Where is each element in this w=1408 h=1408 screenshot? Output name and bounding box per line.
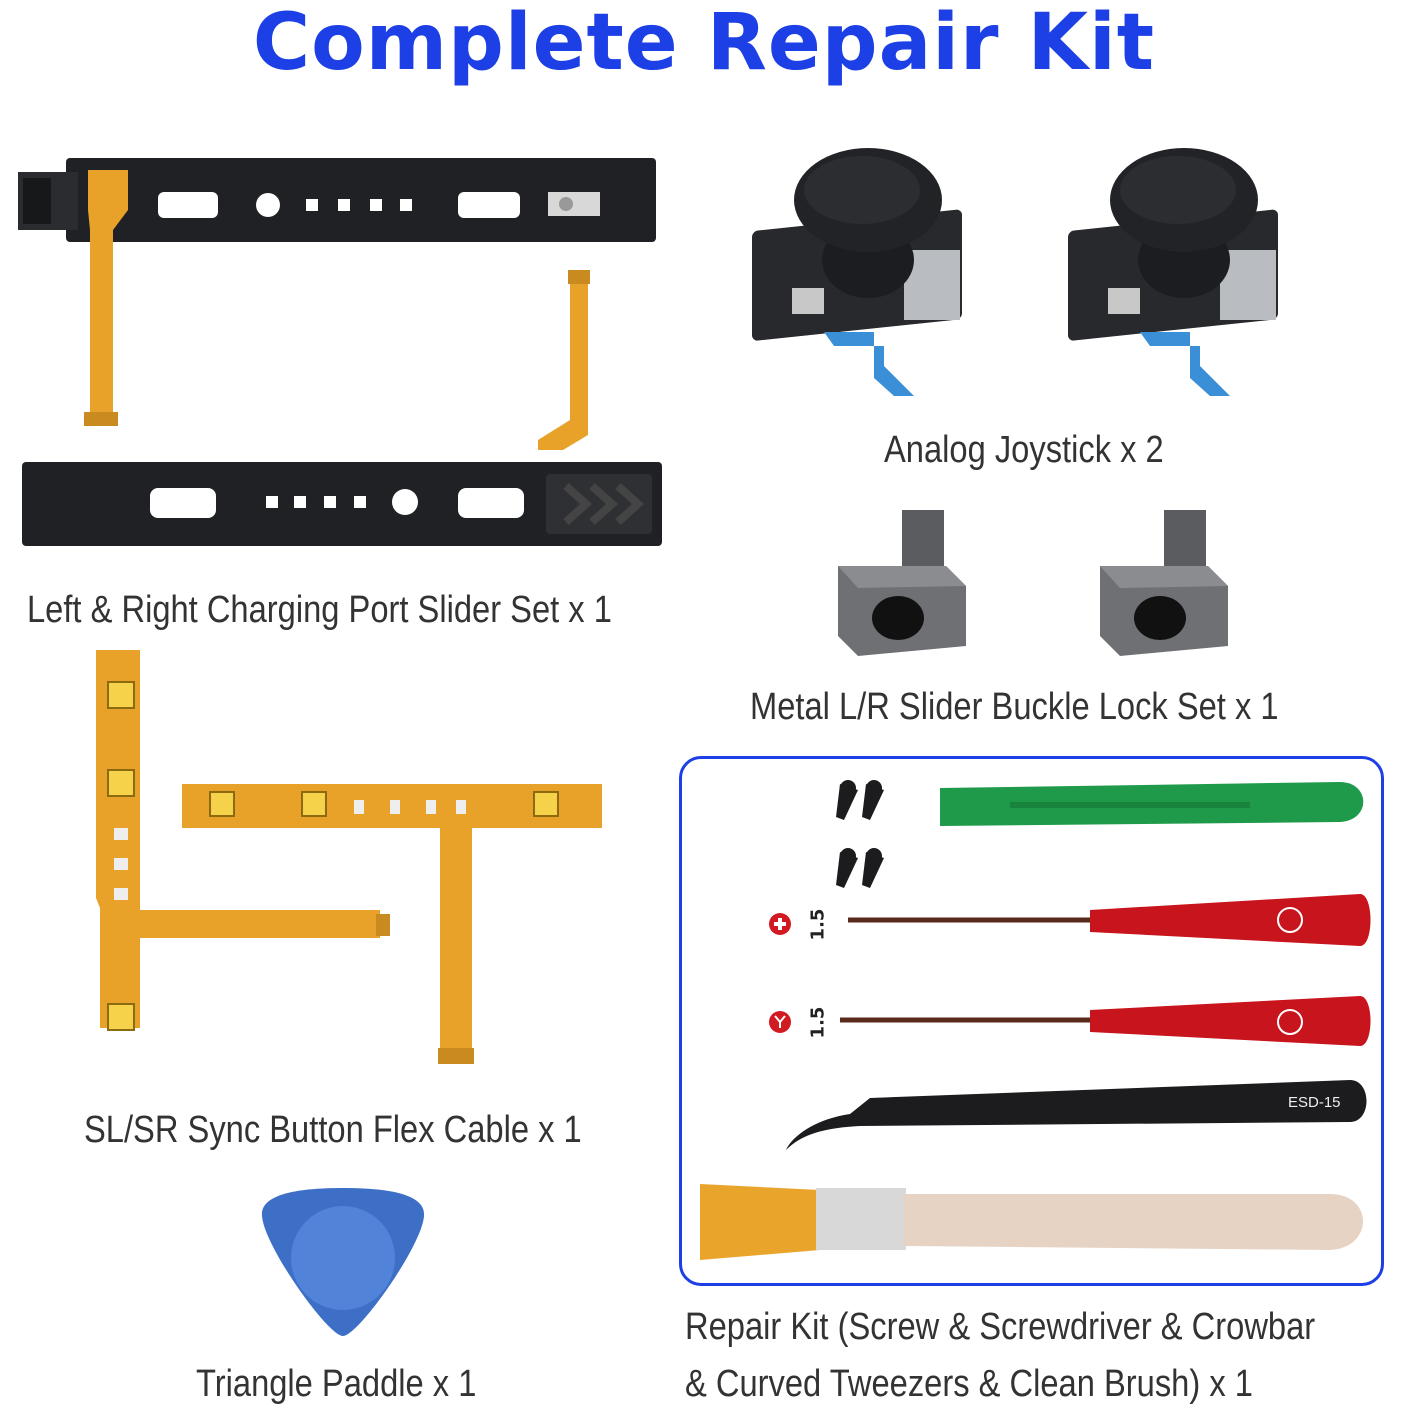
buckle-lock-image-left <box>838 510 966 656</box>
screwdriver-size-2: 1.5 <box>807 1006 829 1039</box>
repair-kit-box <box>679 756 1384 1286</box>
slider-set-caption: Left & Right Charging Port Slider Set x … <box>27 589 612 631</box>
buckle-lock-image-right <box>1100 510 1228 656</box>
flex-cable-caption: SL/SR Sync Button Flex Cable x 1 <box>84 1109 582 1151</box>
joystick-image-right <box>1068 148 1278 396</box>
repair-kit-caption-line-2: & Curved Tweezers & Clean Brush) x 1 <box>685 1363 1253 1405</box>
repair-kit-image <box>700 780 1371 1260</box>
joystick-image-left <box>752 148 962 396</box>
tweezers-marking: ESD-15 <box>1288 1094 1341 1111</box>
page-title: Complete Repair Kit <box>252 0 1156 88</box>
screwdriver-size-1: 1.5 <box>807 908 829 941</box>
slider-set-image <box>18 158 662 546</box>
paddle-caption: Triangle Paddle x 1 <box>196 1363 477 1405</box>
joystick-caption: Analog Joystick x 2 <box>884 429 1164 471</box>
triangle-paddle-image <box>261 1188 425 1336</box>
repair-kit-caption-line-1: Repair Kit (Screw & Screwdriver & Crowba… <box>685 1306 1316 1348</box>
flex-cable-image <box>96 650 602 1064</box>
buckle-lock-caption: Metal L/R Slider Buckle Lock Set x 1 <box>750 686 1279 728</box>
